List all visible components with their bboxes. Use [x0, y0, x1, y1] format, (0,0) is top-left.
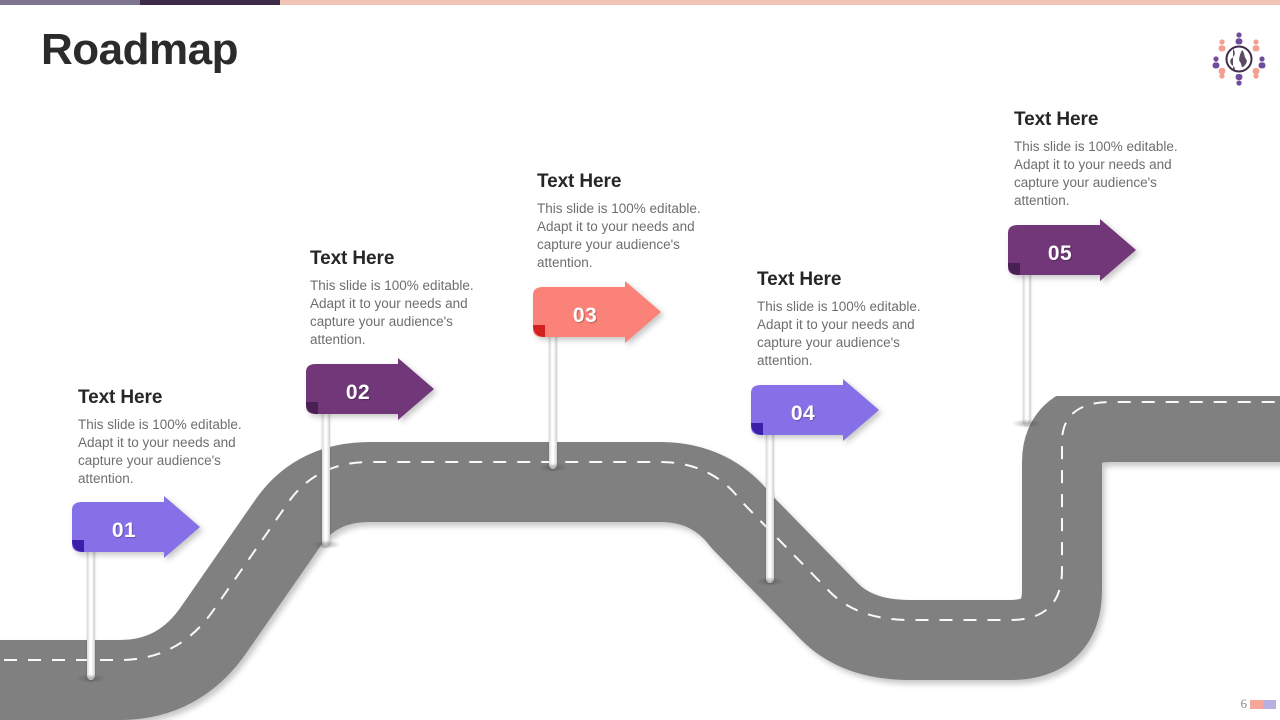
milestone-05-fold	[1008, 263, 1020, 275]
milestone-01-flag[interactable]: 01	[68, 496, 203, 562]
milestone-02-title: Text Here	[310, 248, 395, 269]
milestone-04-flag[interactable]: 04	[747, 379, 882, 445]
accent-segment-3	[280, 0, 1280, 5]
milestone-05-pole	[1023, 235, 1031, 425]
accent-segment-2	[140, 0, 280, 5]
milestone-02-flag[interactable]: 02	[302, 358, 437, 424]
milestone-04-banner-shape	[751, 379, 879, 441]
milestone-02-number: 02	[345, 381, 371, 404]
milestone-04-number: 04	[790, 402, 816, 425]
milestone-04-text: Text Here This slide is 100% editable. A…	[757, 269, 932, 370]
milestone-03-pole-base	[538, 463, 568, 472]
milestone-03-number: 03	[572, 304, 598, 327]
milestone-03-fold	[533, 325, 545, 337]
milestone-03-text: Text Here This slide is 100% editable. A…	[537, 171, 712, 272]
milestone-03-banner-shape	[533, 281, 661, 343]
milestone-02-pole-base	[311, 540, 341, 549]
milestone-05-number: 05	[1047, 242, 1073, 265]
global-team-globe-icon	[1204, 28, 1274, 90]
page-title: Roadmap	[41, 25, 238, 74]
footer-swatch-2	[1263, 700, 1276, 709]
milestone-02-body: This slide is 100% editable. Adapt it to…	[310, 277, 474, 347]
top-accent-bar	[0, 0, 1280, 5]
milestone-01-pole-base	[76, 674, 106, 683]
milestone-04-body: This slide is 100% editable. Adapt it to…	[757, 298, 921, 368]
milestone-03-body: This slide is 100% editable. Adapt it to…	[537, 200, 701, 270]
milestone-04-pole-base	[755, 577, 785, 586]
footer-swatch-1	[1250, 700, 1263, 709]
accent-segment-1	[0, 0, 140, 5]
milestone-01-fold	[72, 540, 84, 552]
milestone-02-fold	[306, 402, 318, 414]
milestone-02-pole	[322, 374, 330, 546]
milestone-01-pole	[87, 512, 95, 680]
milestone-05-pole-base	[1012, 419, 1042, 428]
milestone-05-banner-shape	[1008, 219, 1136, 281]
milestone-03-title: Text Here	[537, 171, 622, 192]
milestone-03-flag[interactable]: 03	[529, 281, 664, 347]
milestone-01-number: 01	[111, 519, 137, 542]
milestone-01-banner-shape	[72, 496, 200, 558]
milestone-04-fold	[751, 423, 763, 435]
page-number: 6	[1240, 696, 1248, 711]
milestone-01-title: Text Here	[78, 387, 163, 408]
milestone-05-title: Text Here	[1014, 109, 1099, 130]
footer-color-swatch	[1250, 700, 1276, 709]
milestone-02-text: Text Here This slide is 100% editable. A…	[310, 248, 485, 349]
milestone-01-body: This slide is 100% editable. Adapt it to…	[78, 416, 242, 486]
milestone-05-text: Text Here This slide is 100% editable. A…	[1014, 109, 1189, 210]
milestone-03-pole	[549, 297, 557, 469]
milestone-05-body: This slide is 100% editable. Adapt it to…	[1014, 138, 1178, 208]
milestone-01-text: Text Here This slide is 100% editable. A…	[78, 387, 253, 488]
milestone-04-title: Text Here	[757, 269, 842, 290]
milestone-05-flag[interactable]: 05	[1004, 219, 1139, 285]
milestone-02-banner-shape	[306, 358, 434, 420]
milestone-04-pole	[766, 395, 774, 583]
